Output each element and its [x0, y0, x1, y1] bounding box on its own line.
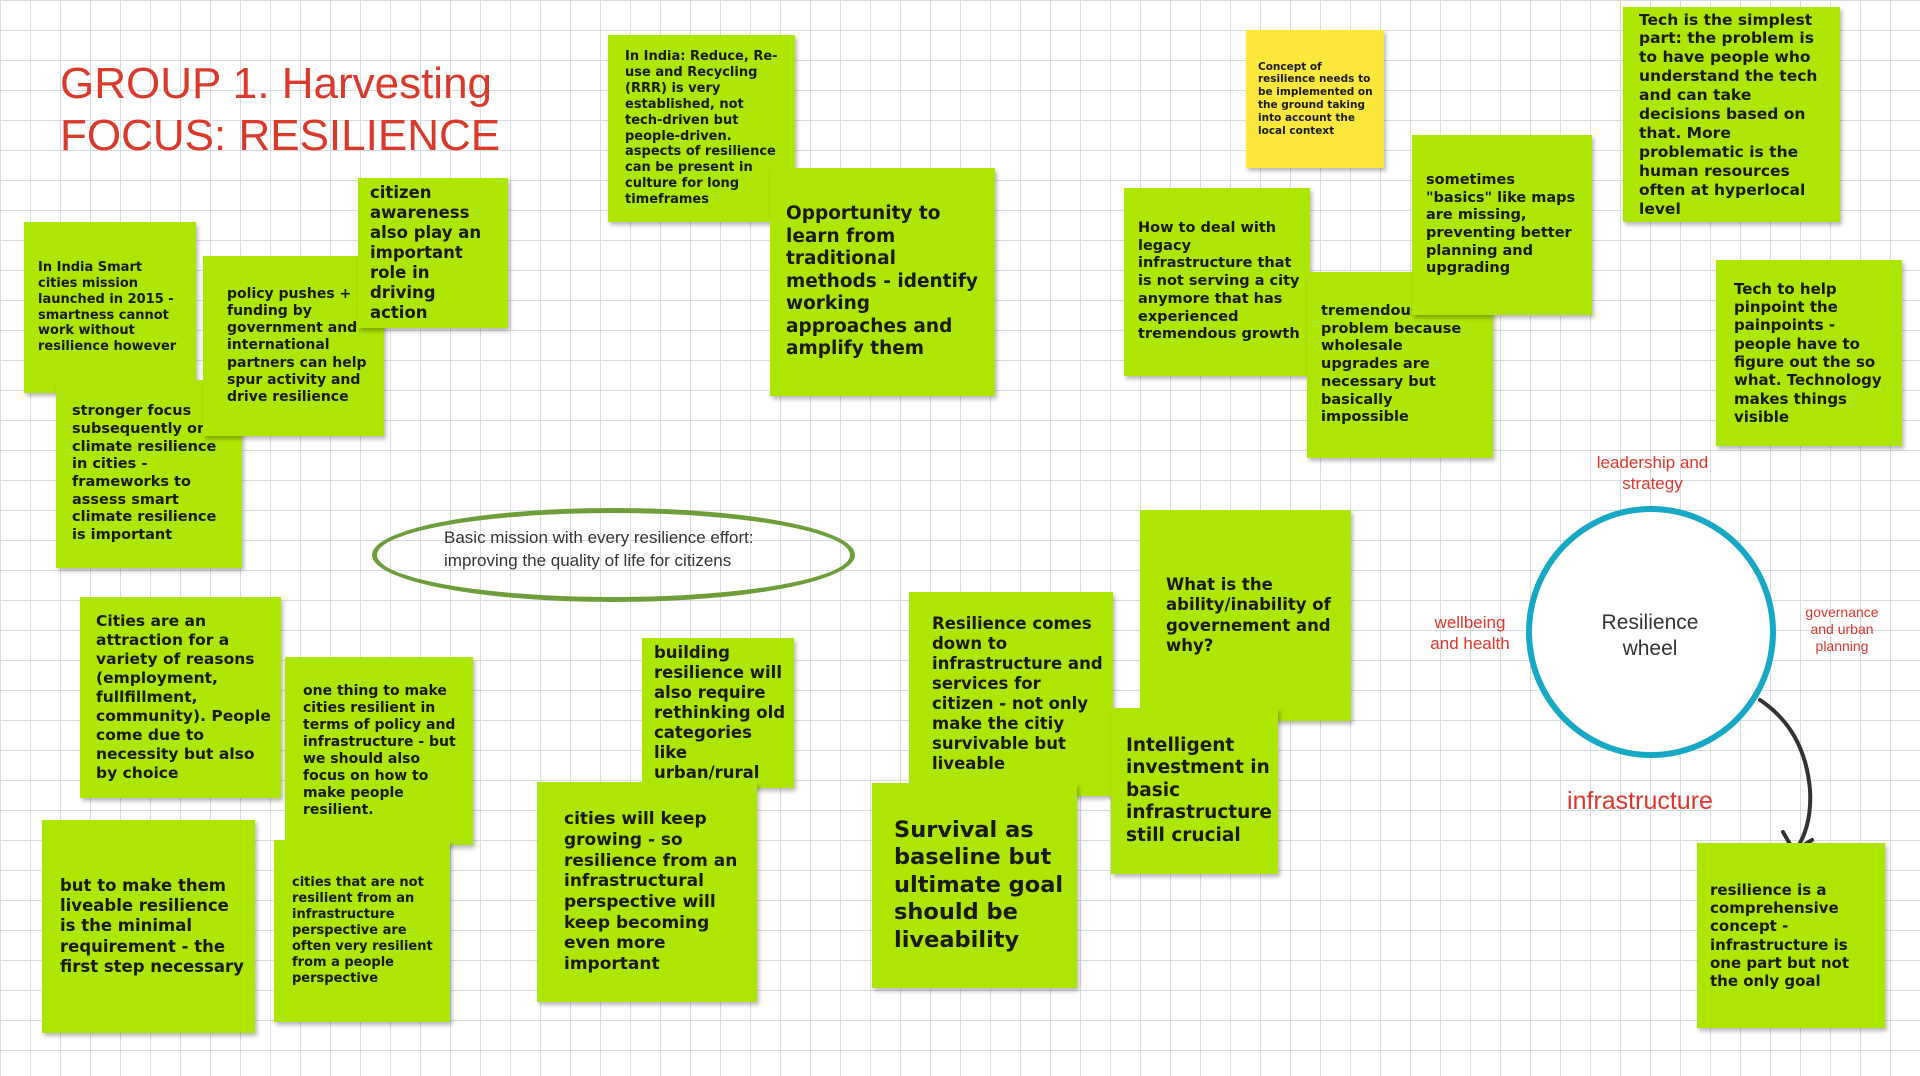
arrow-line: [1758, 698, 1813, 850]
note-tech-painpoints[interactable]: Tech to help pinpoint the painpoints - p…: [1716, 260, 1902, 446]
note-citizen-awareness[interactable]: citizen awareness also play an important…: [358, 178, 508, 328]
note-keep-growing[interactable]: cities will keep growing - so resilience…: [537, 782, 757, 1002]
mission-line-1: Basic mission with every resilience effo…: [444, 528, 754, 547]
note-text: Cities are an attraction for a variety o…: [96, 612, 271, 782]
note-text: What is the ability/inability of governe…: [1166, 575, 1331, 655]
note-legacy[interactable]: How to deal with legacy infrastructure t…: [1124, 188, 1310, 376]
note-text: stronger focus subsequently on climate r…: [72, 403, 217, 544]
note-tech-simplest[interactable]: Tech is the simplest part: the problem i…: [1623, 7, 1840, 222]
mission-ellipse: [372, 508, 855, 602]
note-text: resilience is a comprehensive concept - …: [1710, 880, 1849, 991]
note-one-thing[interactable]: one thing to make cities resilient in te…: [285, 657, 473, 845]
mission-line-2: improving the quality of life for citize…: [444, 551, 732, 570]
note-ability[interactable]: What is the ability/inability of governe…: [1140, 510, 1351, 721]
mission-ellipse-text: Basic mission with every resilience effo…: [444, 526, 804, 572]
note-policy[interactable]: policy pushes + funding by government an…: [203, 256, 384, 436]
title-line-1: GROUP 1. Harvesting: [60, 59, 493, 108]
note-text: tremendous problem because wholesale upg…: [1321, 303, 1462, 426]
note-rethinking[interactable]: building resilience will also require re…: [642, 638, 794, 788]
note-text: sometimes "basics" like maps are missing…: [1426, 171, 1576, 277]
note-not-resilient[interactable]: cities that are not resilient from an in…: [274, 840, 450, 1022]
wheel-label-left: wellbeing and health: [1430, 613, 1510, 653]
note-smart-cities[interactable]: In India Smart cities mission launched i…: [24, 222, 196, 393]
note-text: Opportunity to learn from traditional me…: [786, 203, 978, 360]
note-text: building resilience will also require re…: [654, 642, 786, 783]
note-comes-down[interactable]: Resilience comes down to infrastructure …: [909, 592, 1113, 796]
wheel-label-bottom: infrastructure: [1567, 787, 1713, 815]
note-text: cities will keep growing - so resilience…: [564, 809, 738, 975]
note-basics[interactable]: sometimes "basics" like maps are missing…: [1412, 135, 1592, 315]
note-text: In India Smart cities mission launched i…: [38, 259, 177, 355]
note-text: Concept of resilience needs to be implem…: [1258, 60, 1373, 137]
note-text: Tech to help pinpoint the painpoints - p…: [1734, 279, 1882, 426]
resilience-wheel: [1526, 506, 1776, 758]
note-text: Intelligent investment in basic infrastr…: [1126, 734, 1272, 846]
note-opportunity[interactable]: Opportunity to learn from traditional me…: [770, 168, 995, 396]
wheel-label-right: governance and urban planning: [1805, 604, 1879, 654]
note-text: policy pushes + funding by government an…: [227, 286, 367, 405]
board-title: GROUP 1. Harvesting FOCUS: RESILIENCE: [60, 58, 500, 162]
note-text: cities that are not resilient from an in…: [292, 875, 433, 986]
note-rrr[interactable]: In India: Reduce, Re-use and Recycling (…: [608, 35, 795, 222]
wheel-label-top: leadership and strategy: [1596, 453, 1709, 493]
note-comprehensive[interactable]: resilience is a comprehensive concept - …: [1697, 843, 1885, 1028]
note-text: Tech is the simplest part: the problem i…: [1639, 10, 1818, 218]
note-text: How to deal with legacy infrastructure t…: [1138, 220, 1300, 343]
note-survival[interactable]: Survival as baseline but ultimate goal s…: [872, 783, 1077, 988]
note-text: Survival as baseline but ultimate goal s…: [894, 816, 1064, 953]
title-line-2: FOCUS: RESILIENCE: [60, 111, 501, 160]
note-intelligent[interactable]: Intelligent investment in basic infrastr…: [1111, 708, 1278, 874]
note-text: but to make them liveable resilience is …: [60, 876, 244, 976]
note-cities-attraction[interactable]: Cities are an attraction for a variety o…: [80, 597, 281, 798]
note-liveable-minimal[interactable]: but to make them liveable resilience is …: [42, 820, 255, 1033]
resilience-wheel-label: Resilience wheel: [1601, 611, 1699, 660]
note-text: Resilience comes down to infrastructure …: [932, 613, 1103, 774]
note-text: In India: Reduce, Re-use and Recycling (…: [625, 49, 778, 207]
note-text: one thing to make cities resilient in te…: [303, 682, 456, 819]
note-concept-yellow[interactable]: Concept of resilience needs to be implem…: [1246, 30, 1384, 168]
note-text: citizen awareness also play an important…: [370, 182, 482, 323]
